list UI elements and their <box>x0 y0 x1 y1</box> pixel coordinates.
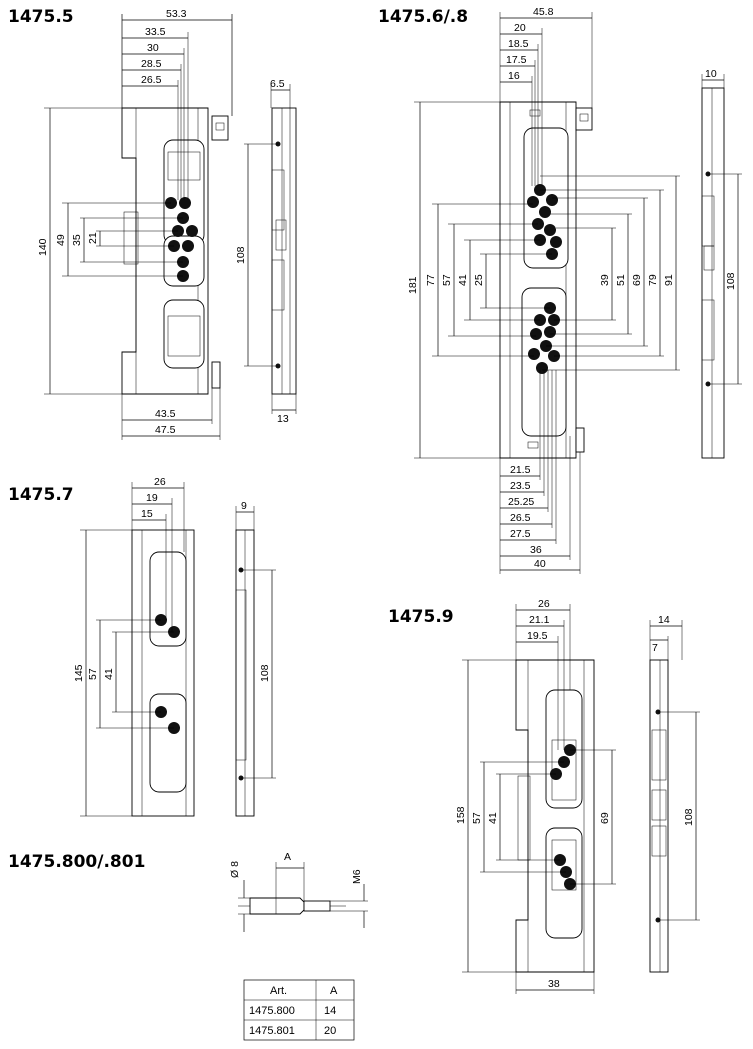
dim-69: 69 <box>631 274 643 286</box>
dim-51: 51 <box>615 274 627 286</box>
dim-23-5: 23.5 <box>510 480 531 492</box>
dim-140: 140 <box>37 238 49 256</box>
dim9-side-108: 108 <box>683 808 695 826</box>
dim-53-3: 53.3 <box>166 8 187 20</box>
side6-dim-10: 10 <box>705 68 717 80</box>
dim-26-5: 26.5 <box>510 512 531 524</box>
table-cell-a: 14 <box>324 1005 336 1017</box>
dim-m6: M6 <box>351 869 363 884</box>
dim9-19-5: 19.5 <box>527 630 548 642</box>
view-1475-9-side: 14 7 108 <box>649 614 700 973</box>
view-1475-5-front: 53.3 33.5 30 28.5 26.5 140 49 35 21 43.5… <box>37 8 233 440</box>
dim-57: 57 <box>441 274 453 286</box>
dim9-41: 41 <box>487 812 499 824</box>
dim-27-5: 27.5 <box>510 528 531 540</box>
dim-25: 25 <box>473 274 485 286</box>
side-dim-6-5: 6.5 <box>270 78 285 90</box>
dim9-21-1: 21.1 <box>529 614 550 626</box>
title-1475-800: 1475.800/.801 <box>8 852 145 872</box>
view-1475-7-front: 26 19 15 145 57 41 <box>73 476 195 817</box>
dim7-145: 145 <box>73 664 85 682</box>
dim9-38: 38 <box>548 978 560 990</box>
table-cell-a: 20 <box>324 1025 336 1037</box>
dim-26-5: 26.5 <box>141 74 162 86</box>
dim7-41: 41 <box>103 668 115 680</box>
view-1475-5-side: 6.5 108 13 <box>235 78 297 425</box>
dim9-69: 69 <box>599 812 611 824</box>
dim7-15: 15 <box>141 508 153 520</box>
dim9-side-7: 7 <box>652 642 658 654</box>
dim-45-8: 45.8 <box>533 6 554 18</box>
dim-79: 79 <box>647 274 659 286</box>
dim-39: 39 <box>599 274 611 286</box>
dim9-57: 57 <box>471 812 483 824</box>
dim-41: 41 <box>457 274 469 286</box>
table-cell-art: 1475.800 <box>249 1005 295 1017</box>
title-1475-9: 1475.9 <box>388 607 454 627</box>
dim-35: 35 <box>71 234 83 246</box>
table-header-art: Art. <box>270 985 287 997</box>
dim-40: 40 <box>534 558 546 570</box>
dim-16: 16 <box>508 70 520 82</box>
dim-30: 30 <box>147 42 159 54</box>
dim-47-5: 47.5 <box>155 424 176 436</box>
dim7-57: 57 <box>87 668 99 680</box>
dim-43-5: 43.5 <box>155 408 176 420</box>
table-cell-art: 1475.801 <box>249 1025 295 1037</box>
dim9-side-14: 14 <box>658 614 670 626</box>
dim7-26: 26 <box>154 476 166 488</box>
dim7-19: 19 <box>146 492 158 504</box>
dim-18-5: 18.5 <box>508 38 529 50</box>
dim-28-5: 28.5 <box>141 58 162 70</box>
title-1475-5: 1475.5 <box>8 7 74 27</box>
dim7-side-9: 9 <box>241 500 247 512</box>
view-1475-6-front: 45.8 20 18.5 17.5 16 181 77 57 41 25 39 … <box>407 6 680 574</box>
dim-91: 91 <box>663 274 675 286</box>
dim-21-5: 21.5 <box>510 464 531 476</box>
title-1475-7: 1475.7 <box>8 485 74 505</box>
dim-d8: Ø 8 <box>229 861 241 878</box>
table-header-a: A <box>330 985 338 997</box>
side-dim-108: 108 <box>235 246 247 264</box>
side-dim-13: 13 <box>277 413 289 425</box>
view-1475-7-side: 9 108 <box>235 500 276 817</box>
title-1475-6: 1475.6/.8 <box>378 7 468 27</box>
view-1475-6-side: 10 108 <box>701 68 742 459</box>
dim9-158: 158 <box>455 806 467 824</box>
dim-20: 20 <box>514 22 526 34</box>
dim-181: 181 <box>407 276 419 294</box>
view-1475-9-front: 26 21.1 19.5 158 57 41 69 38 <box>455 598 616 994</box>
dim-a: A <box>284 851 291 863</box>
dim9-26: 26 <box>538 598 550 610</box>
view-1475-800-screw: Ø 8 A M6 <box>229 851 368 932</box>
dim-17-5: 17.5 <box>506 54 527 66</box>
dim-77: 77 <box>425 274 437 286</box>
dim7-side-108: 108 <box>259 664 271 682</box>
dim-33-5: 33.5 <box>145 26 166 38</box>
dim-36: 36 <box>530 544 542 556</box>
side6-dim-108: 108 <box>725 272 737 290</box>
dim-49: 49 <box>55 234 67 246</box>
article-table: Art. A 1475.800 14 1475.801 20 <box>243 979 355 1041</box>
dim-25-25: 25.25 <box>508 496 534 508</box>
dim-21: 21 <box>87 232 99 244</box>
